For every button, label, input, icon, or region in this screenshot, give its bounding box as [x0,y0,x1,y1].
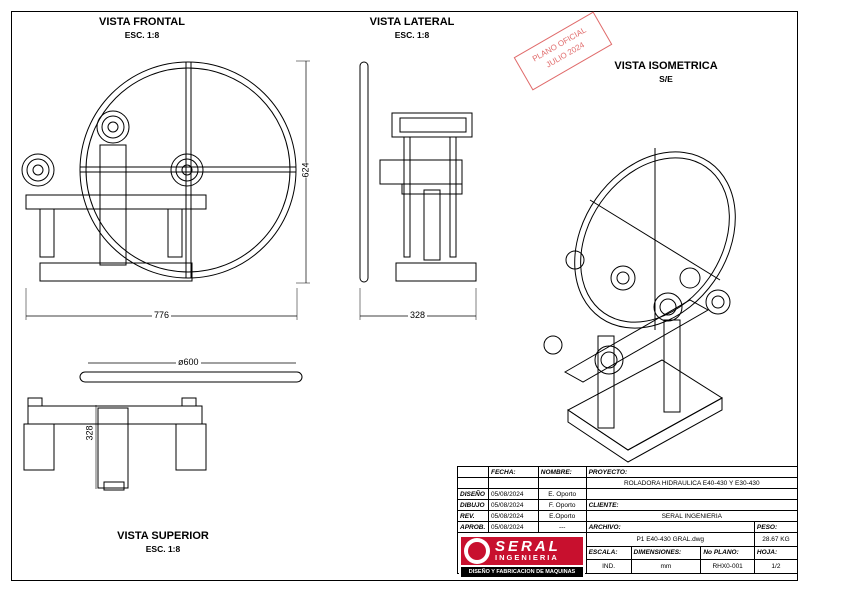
drawing-frame [11,11,798,581]
dim-diameter: ø600 [176,357,201,367]
dim-width-front: 776 [152,310,172,320]
hoja-value: 1/2 [753,559,799,574]
proyecto-label: PROYECTO: [585,466,799,478]
roller-top [96,110,130,144]
row-date: 05/08/2024 [488,510,539,522]
escala-value: IND. [585,559,632,574]
archivo-value: P1 E40-430 GRAL.dwg [585,532,755,547]
row-name: --- [537,521,587,533]
nombre-label: NOMBRE: [537,466,587,478]
noplano-value: RHX0-001 [700,559,755,574]
cliente-value: SERAL INGENIERIA [585,510,799,522]
cliente-label: CLIENTE: [585,499,799,511]
peso-label: PESO: [753,521,799,533]
escala-label: ESCALA: [585,545,632,561]
fecha-label: FECHA: [488,466,539,478]
row-label: DISEÑO [457,488,489,500]
dimensiones-value: mm [630,559,702,574]
logo-mark-icon [464,538,490,564]
dim-height-front: 624 [300,162,311,178]
row-date: 05/08/2024 [488,488,539,500]
logo-tagline: DISEÑO Y FABRICACION DE MAQUINAS [461,567,583,577]
logo-sub: INGENIERIA [495,553,559,562]
logo-name: SERAL [495,538,561,555]
front-view [21,60,310,320]
isometric-view [543,148,736,463]
hoja-label: HOJA: [753,545,799,561]
row-date: 05/08/2024 [488,521,539,533]
archivo-label: ARCHIVO: [585,521,755,533]
row-name: E. Oporto [537,488,587,500]
row-date: 05/08/2024 [488,499,539,511]
dim-width-side: 328 [408,310,428,320]
noplano-label: No PLANO: [700,545,755,561]
row-label: DIBUJO [457,499,489,511]
roller-left [21,153,55,187]
lateral-view [359,61,477,320]
roller-right [170,153,204,187]
seral-logo: SERAL INGENIERIA DISEÑO Y FABRICACION DE… [459,535,585,579]
superior-view [23,362,303,491]
dimensiones-label: DIMENSIONES: [630,545,702,561]
dim-depth-top: 328 [84,425,95,441]
row-label: REV. [457,510,489,522]
row-name: E.Oporto [537,510,587,522]
row-label: APROB. [457,521,489,533]
proyecto-value: ROLADORA HIDRAULICA E40-430 Y E30-430 [585,477,799,489]
peso-value: 28.67 KG [753,532,799,547]
row-name: F. Oporto [537,499,587,511]
